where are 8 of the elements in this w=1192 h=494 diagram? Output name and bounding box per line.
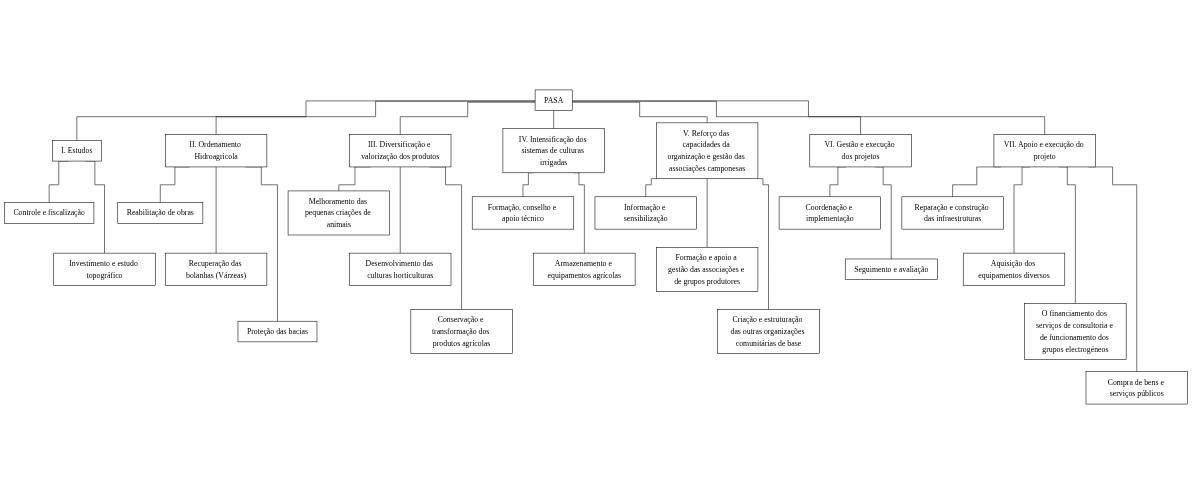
connector <box>645 178 658 198</box>
connector <box>215 100 536 135</box>
connector <box>571 101 708 124</box>
connector <box>571 100 1045 135</box>
connector <box>571 100 861 135</box>
connector <box>76 100 536 141</box>
connector <box>399 101 536 135</box>
connector <box>553 110 554 129</box>
